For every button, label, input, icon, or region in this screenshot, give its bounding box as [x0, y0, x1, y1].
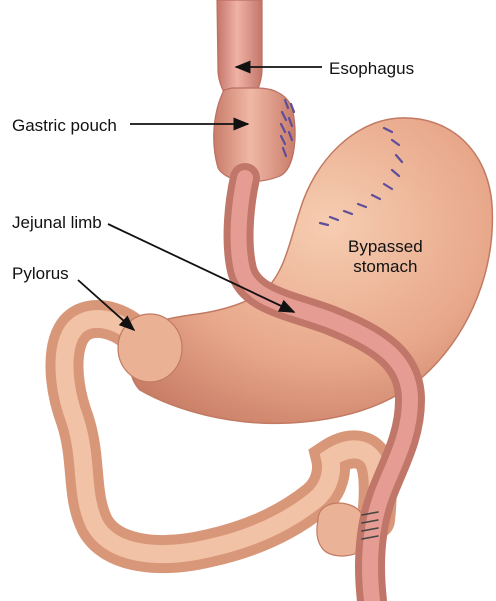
bypassed-stomach-label-line1: Bypassed: [348, 237, 423, 257]
jejunal-limb-label: Jejunal limb: [12, 213, 102, 233]
bypassed-stomach: [130, 118, 493, 423]
bypassed-stomach-label-line2: stomach: [348, 257, 423, 277]
esophagus: [217, 0, 262, 95]
gastric-pouch-label: Gastric pouch: [12, 116, 117, 136]
jejunal-limb-arrow: [108, 224, 294, 312]
bypassed-stomach-label: Bypassed stomach: [348, 237, 423, 276]
esophagus-label: Esophagus: [329, 59, 414, 79]
pylorus-label: Pylorus: [12, 264, 69, 284]
